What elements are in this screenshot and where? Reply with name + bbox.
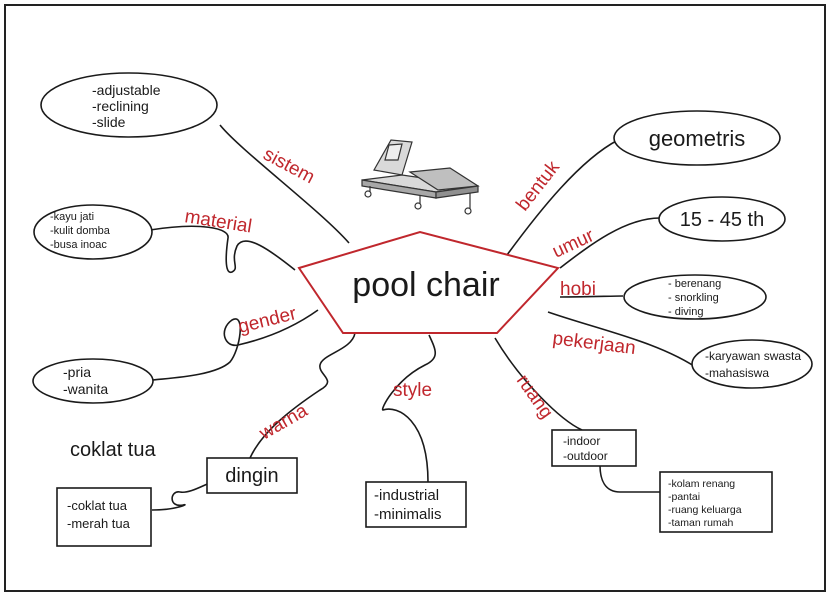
ruang-sub-item: -pantai <box>668 491 700 503</box>
connectors <box>149 124 701 511</box>
sistem-item: -adjustable <box>92 82 161 98</box>
pekerjaan-node <box>691 339 813 389</box>
hobi-item: - diving <box>668 306 703 318</box>
gender-node <box>32 358 154 404</box>
branch-label-hobi: hobi <box>560 279 596 300</box>
material-item: -kulit domba <box>50 225 111 237</box>
warna-node-label: dingin <box>225 465 278 487</box>
material-node <box>33 204 153 260</box>
ruang-sub-item: -taman rumah <box>668 517 734 529</box>
ruang-item: -indoor <box>563 434 600 448</box>
warna-item: -coklat tua <box>67 498 128 513</box>
hobi-item: - berenang <box>668 278 721 290</box>
warna-item: -merah tua <box>67 516 131 531</box>
branch-label-style: style <box>393 380 432 401</box>
sistem-node <box>40 72 218 138</box>
ruang-node <box>551 429 637 467</box>
hobi-item: - snorkling <box>668 292 719 304</box>
material-item: -kayu jati <box>50 211 94 223</box>
gender-item: -pria <box>63 364 91 380</box>
warna-note: coklat tua <box>70 439 156 461</box>
warna-items-box <box>56 487 152 547</box>
lounge-chair-illustration <box>361 139 480 215</box>
center-title: pool chair <box>352 266 499 304</box>
bentuk-node <box>613 110 781 166</box>
pekerjaan-item: -mahasiswa <box>705 366 769 380</box>
material-item: -busa inoac <box>50 239 107 251</box>
style-item: -industrial <box>374 487 439 504</box>
center-pentagon <box>297 230 560 334</box>
sistem-item: -reclining <box>92 98 149 114</box>
hobi-node <box>623 274 767 320</box>
warna-node <box>206 457 298 494</box>
umur-value: 15 - 45 th <box>680 209 765 231</box>
ruang-sub-node <box>659 471 773 533</box>
gender-item: -wanita <box>63 381 108 397</box>
umur-node <box>658 196 786 242</box>
bentuk-value: geometris <box>649 126 746 151</box>
style-item: -minimalis <box>374 506 442 523</box>
pekerjaan-item: -karyawan swasta <box>705 349 801 363</box>
ruang-sub-item: -ruang keluarga <box>668 504 742 516</box>
ruang-sub-item: -kolam renang <box>668 478 735 490</box>
style-node <box>365 481 467 528</box>
ruang-item: -outdoor <box>563 449 608 463</box>
sistem-item: -slide <box>92 114 126 130</box>
